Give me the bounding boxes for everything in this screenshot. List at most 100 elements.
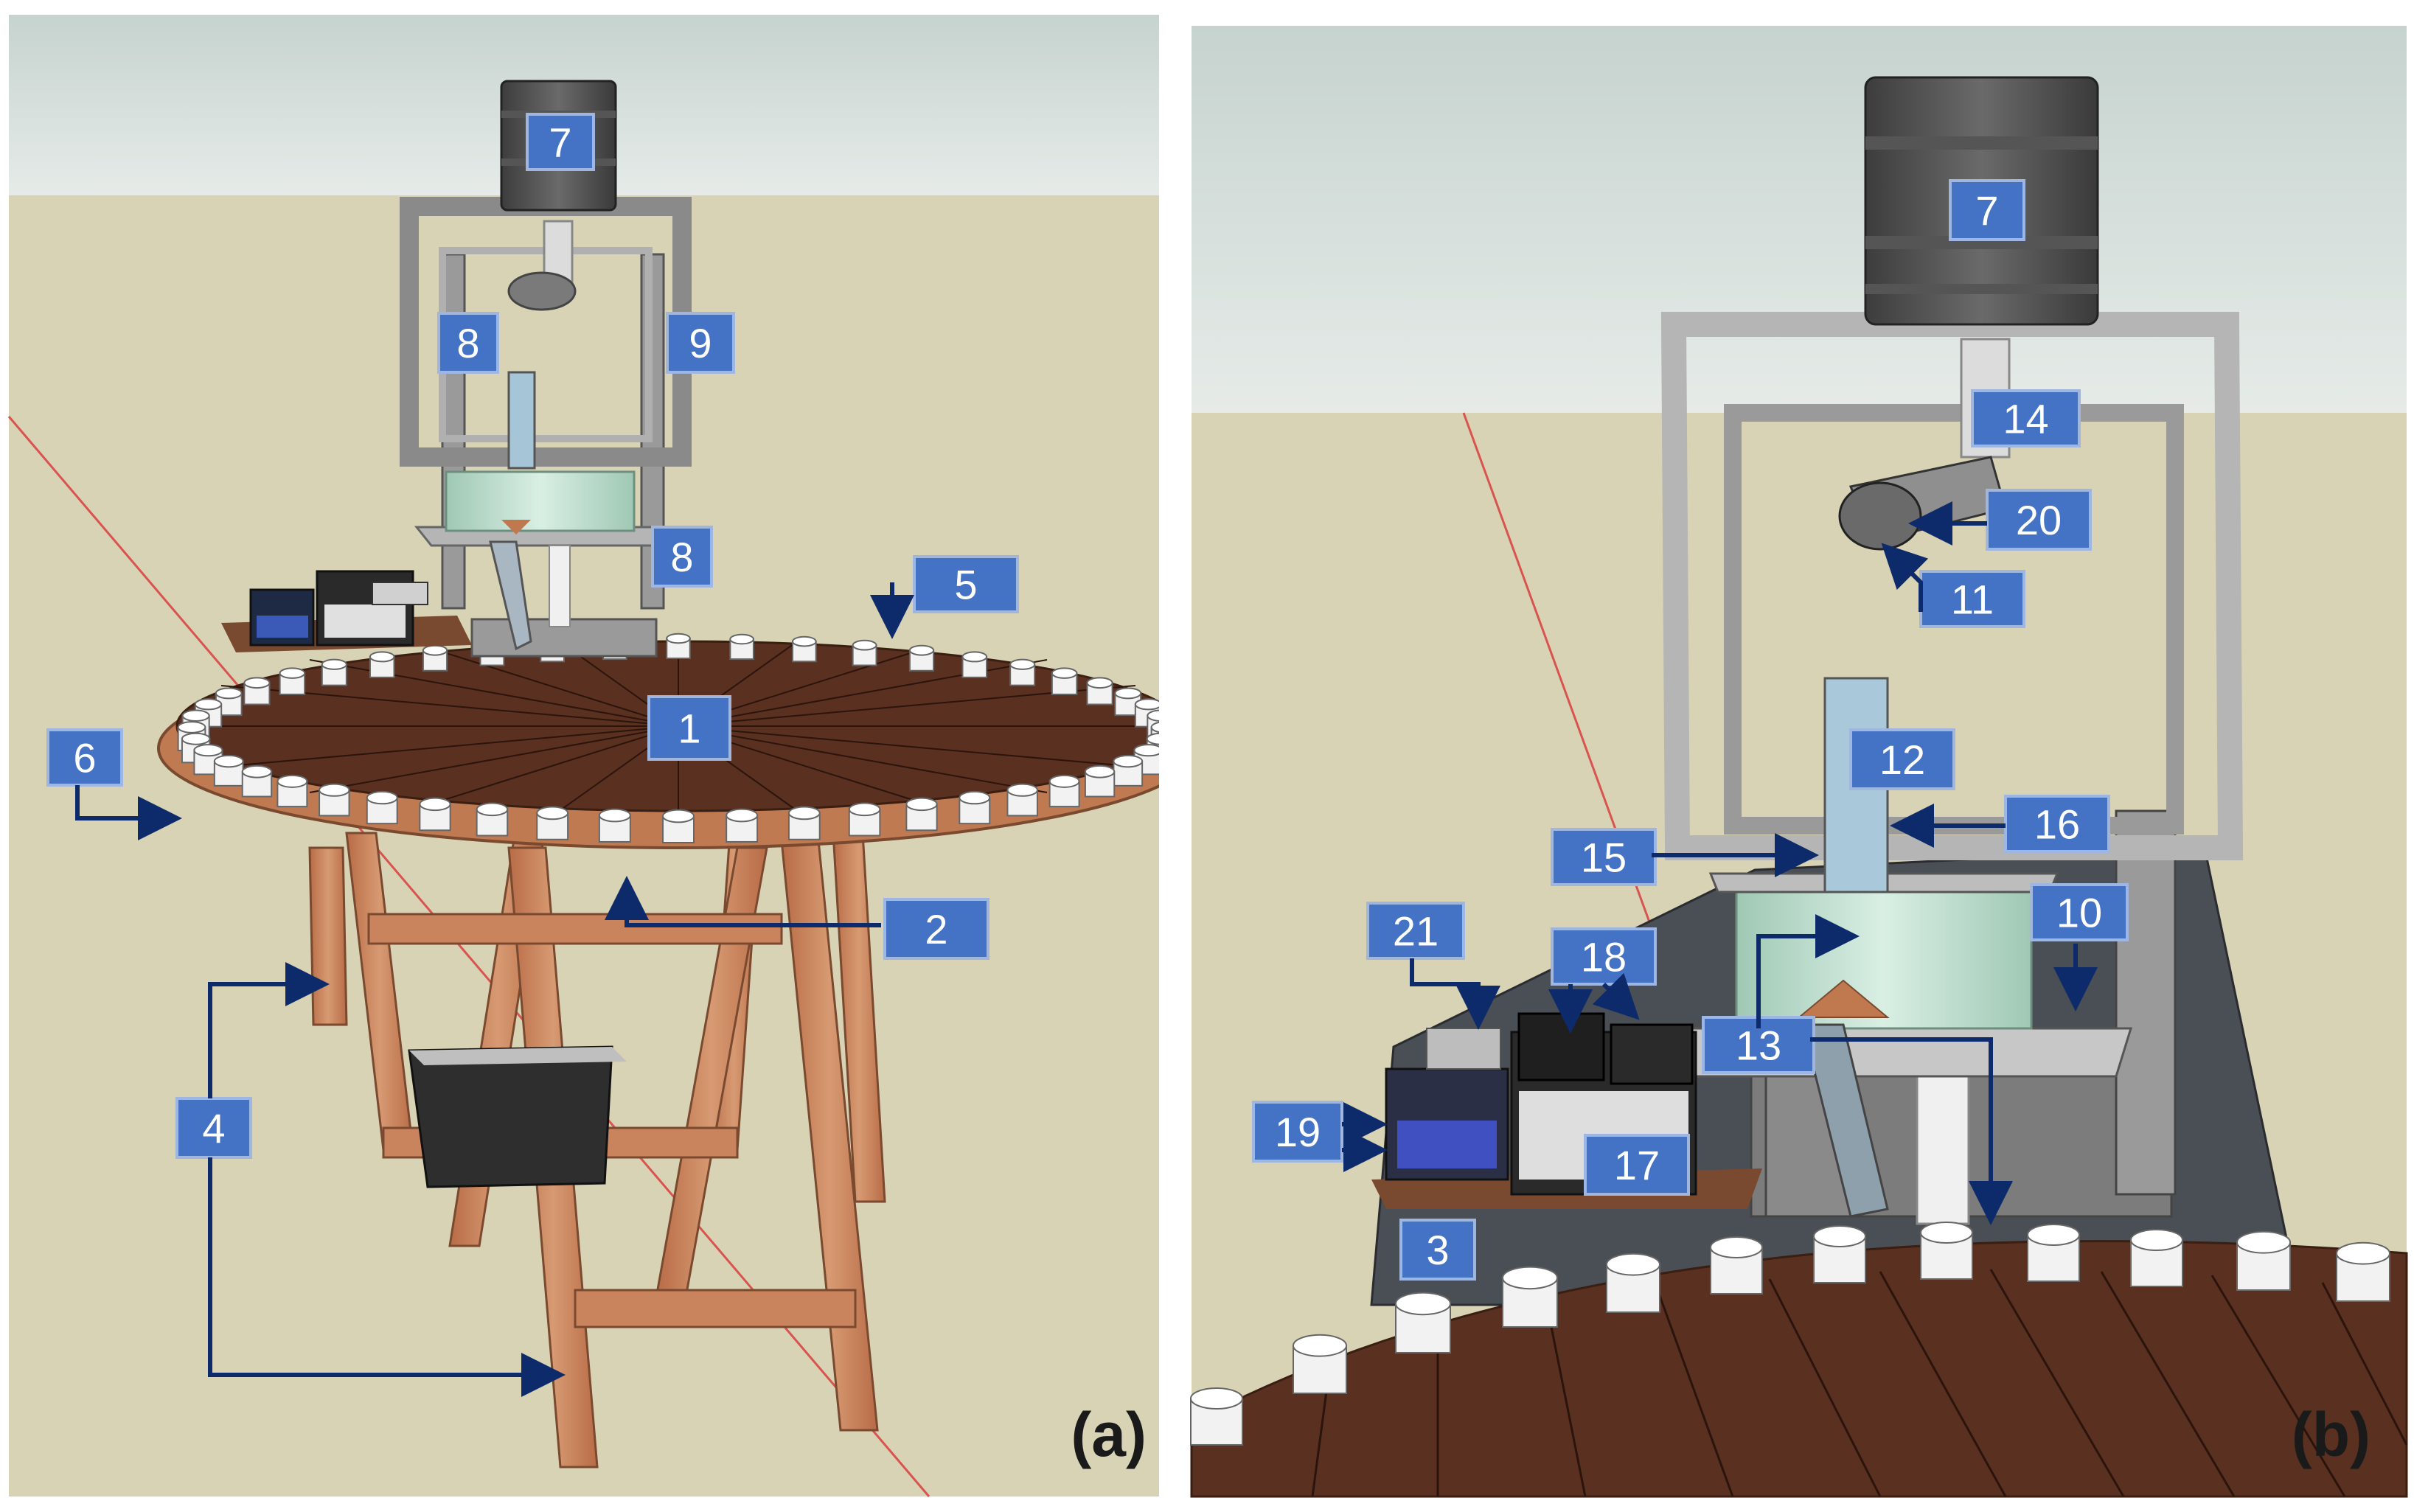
panel-a-caption: (a) — [1071, 1400, 1147, 1469]
vial-a-10-top — [961, 651, 988, 663]
vial-a-9-top — [369, 651, 395, 663]
vial-a-2-top — [729, 633, 754, 645]
vial-a-31-top — [1084, 764, 1116, 778]
vial-a-11-top — [321, 658, 347, 670]
vial-a-26-top — [181, 732, 211, 745]
panel-b-sky — [1192, 26, 2407, 413]
vial-a-46-top — [598, 808, 631, 823]
panel-b-frame — [1627, 76, 2244, 1225]
vial-a-38-top — [366, 790, 398, 805]
vial-a-43-top — [787, 806, 821, 821]
vial-a-47-top — [662, 809, 695, 823]
a-label-8: 9 — [689, 320, 712, 366]
vial-a-30-top — [213, 754, 244, 768]
a-label-7: 8 — [670, 534, 693, 580]
vial-a-13-top — [279, 667, 306, 679]
b-label-box-0 — [1399, 1219, 1476, 1281]
arrow-4-top — [208, 962, 330, 1098]
vial-b-11-top — [2336, 1241, 2390, 1265]
vial-a-42-top — [476, 802, 509, 817]
vial-a-39-top — [905, 797, 938, 812]
vial-a-45-top — [726, 808, 759, 823]
b-label-box-7 — [1551, 828, 1657, 886]
b-label-9: 17 — [1614, 1142, 1660, 1188]
a-label-box-0 — [647, 695, 731, 761]
vial-a-37-top — [959, 790, 991, 805]
vial-a-40-top — [419, 797, 451, 812]
b-label-box-4 — [1849, 728, 1955, 790]
b-label-10: 18 — [1581, 934, 1627, 980]
vial-a-12-top — [1009, 658, 1036, 670]
arrow-13-right — [1810, 1037, 2013, 1225]
b-label-6: 14 — [2003, 396, 2048, 442]
a-label-1: 2 — [925, 906, 947, 952]
vial-a-29-top — [1113, 754, 1144, 768]
vial-b-5-top — [1710, 1236, 1763, 1258]
a-label-5: 7 — [549, 119, 571, 166]
vial-a-8-top — [908, 644, 935, 656]
b-label-5: 13 — [1736, 1022, 1781, 1069]
panel-b-turntable — [1190, 1240, 2408, 1498]
a-label-box-1 — [883, 898, 989, 960]
vial-a-28-top — [193, 744, 223, 757]
vial-a-35-top — [1006, 783, 1038, 797]
b-label-box-2 — [2030, 883, 2129, 941]
b-label-box-1 — [1949, 179, 2025, 241]
vial-a-4-top — [791, 635, 817, 647]
vial-a-15-top — [243, 677, 271, 689]
a-label-box-6 — [437, 312, 499, 374]
vial-a-33-top — [1048, 774, 1080, 788]
b-label-4: 12 — [1879, 736, 1925, 783]
vial-b-2-top — [1395, 1292, 1451, 1316]
a-label-box-2 — [175, 1097, 252, 1159]
vial-a-16-top — [1086, 677, 1113, 689]
b-label-box-12 — [1986, 489, 2092, 551]
a-label-box-5 — [526, 113, 595, 171]
vial-a-19-top — [194, 698, 223, 711]
arrow-11 — [1881, 543, 1929, 612]
panel-b-vials — [1190, 1222, 2390, 1446]
arrow-18-right — [1592, 972, 1640, 1020]
arrow-2 — [605, 876, 881, 927]
b-label-12: 20 — [2016, 497, 2062, 543]
vial-b-3-top — [1502, 1266, 1558, 1290]
b-label-box-6 — [1971, 389, 2081, 447]
panel-b-caption: (b) — [2292, 1400, 2370, 1469]
b-label-11: 19 — [1275, 1109, 1321, 1155]
vial-a-32-top — [241, 764, 273, 778]
vial-a-24-top — [177, 721, 206, 734]
vial-a-18-top — [1114, 687, 1142, 700]
vial-a-5-top — [852, 639, 877, 651]
vial-a-17-top — [215, 687, 243, 700]
arrow-6 — [75, 785, 182, 840]
a-label-0: 1 — [678, 706, 700, 752]
vial-b-4-top — [1606, 1253, 1660, 1276]
b-label-box-11 — [1252, 1101, 1343, 1163]
vial-a-34-top — [276, 774, 308, 788]
b-label-3: 11 — [1951, 576, 1994, 623]
b-label-7: 15 — [1581, 835, 1627, 881]
vial-a-7-top — [422, 644, 448, 656]
vial-b-9-top — [2130, 1229, 2183, 1251]
vial-a-44-top — [536, 806, 569, 821]
vial-a-20-top — [1134, 698, 1163, 711]
vial-a-21-top — [181, 709, 210, 722]
vial-a-0-top — [666, 633, 691, 644]
vial-a-36-top — [319, 783, 350, 797]
b-label-box-9 — [1584, 1134, 1690, 1196]
a-label-box-4 — [46, 728, 123, 787]
vial-a-27-top — [1133, 744, 1163, 757]
vial-a-14-top — [1051, 667, 1078, 679]
a-label-6: 8 — [456, 320, 479, 366]
b-label-0: 3 — [1426, 1227, 1449, 1273]
vial-b-7-top — [1920, 1222, 1973, 1244]
arrows-panel-a — [75, 582, 914, 1397]
a-label-box-7 — [651, 526, 713, 588]
panel-a-instruments — [221, 570, 472, 652]
arrow-4-bottom — [208, 1157, 566, 1397]
arrows-panel-b — [1342, 501, 2098, 1225]
